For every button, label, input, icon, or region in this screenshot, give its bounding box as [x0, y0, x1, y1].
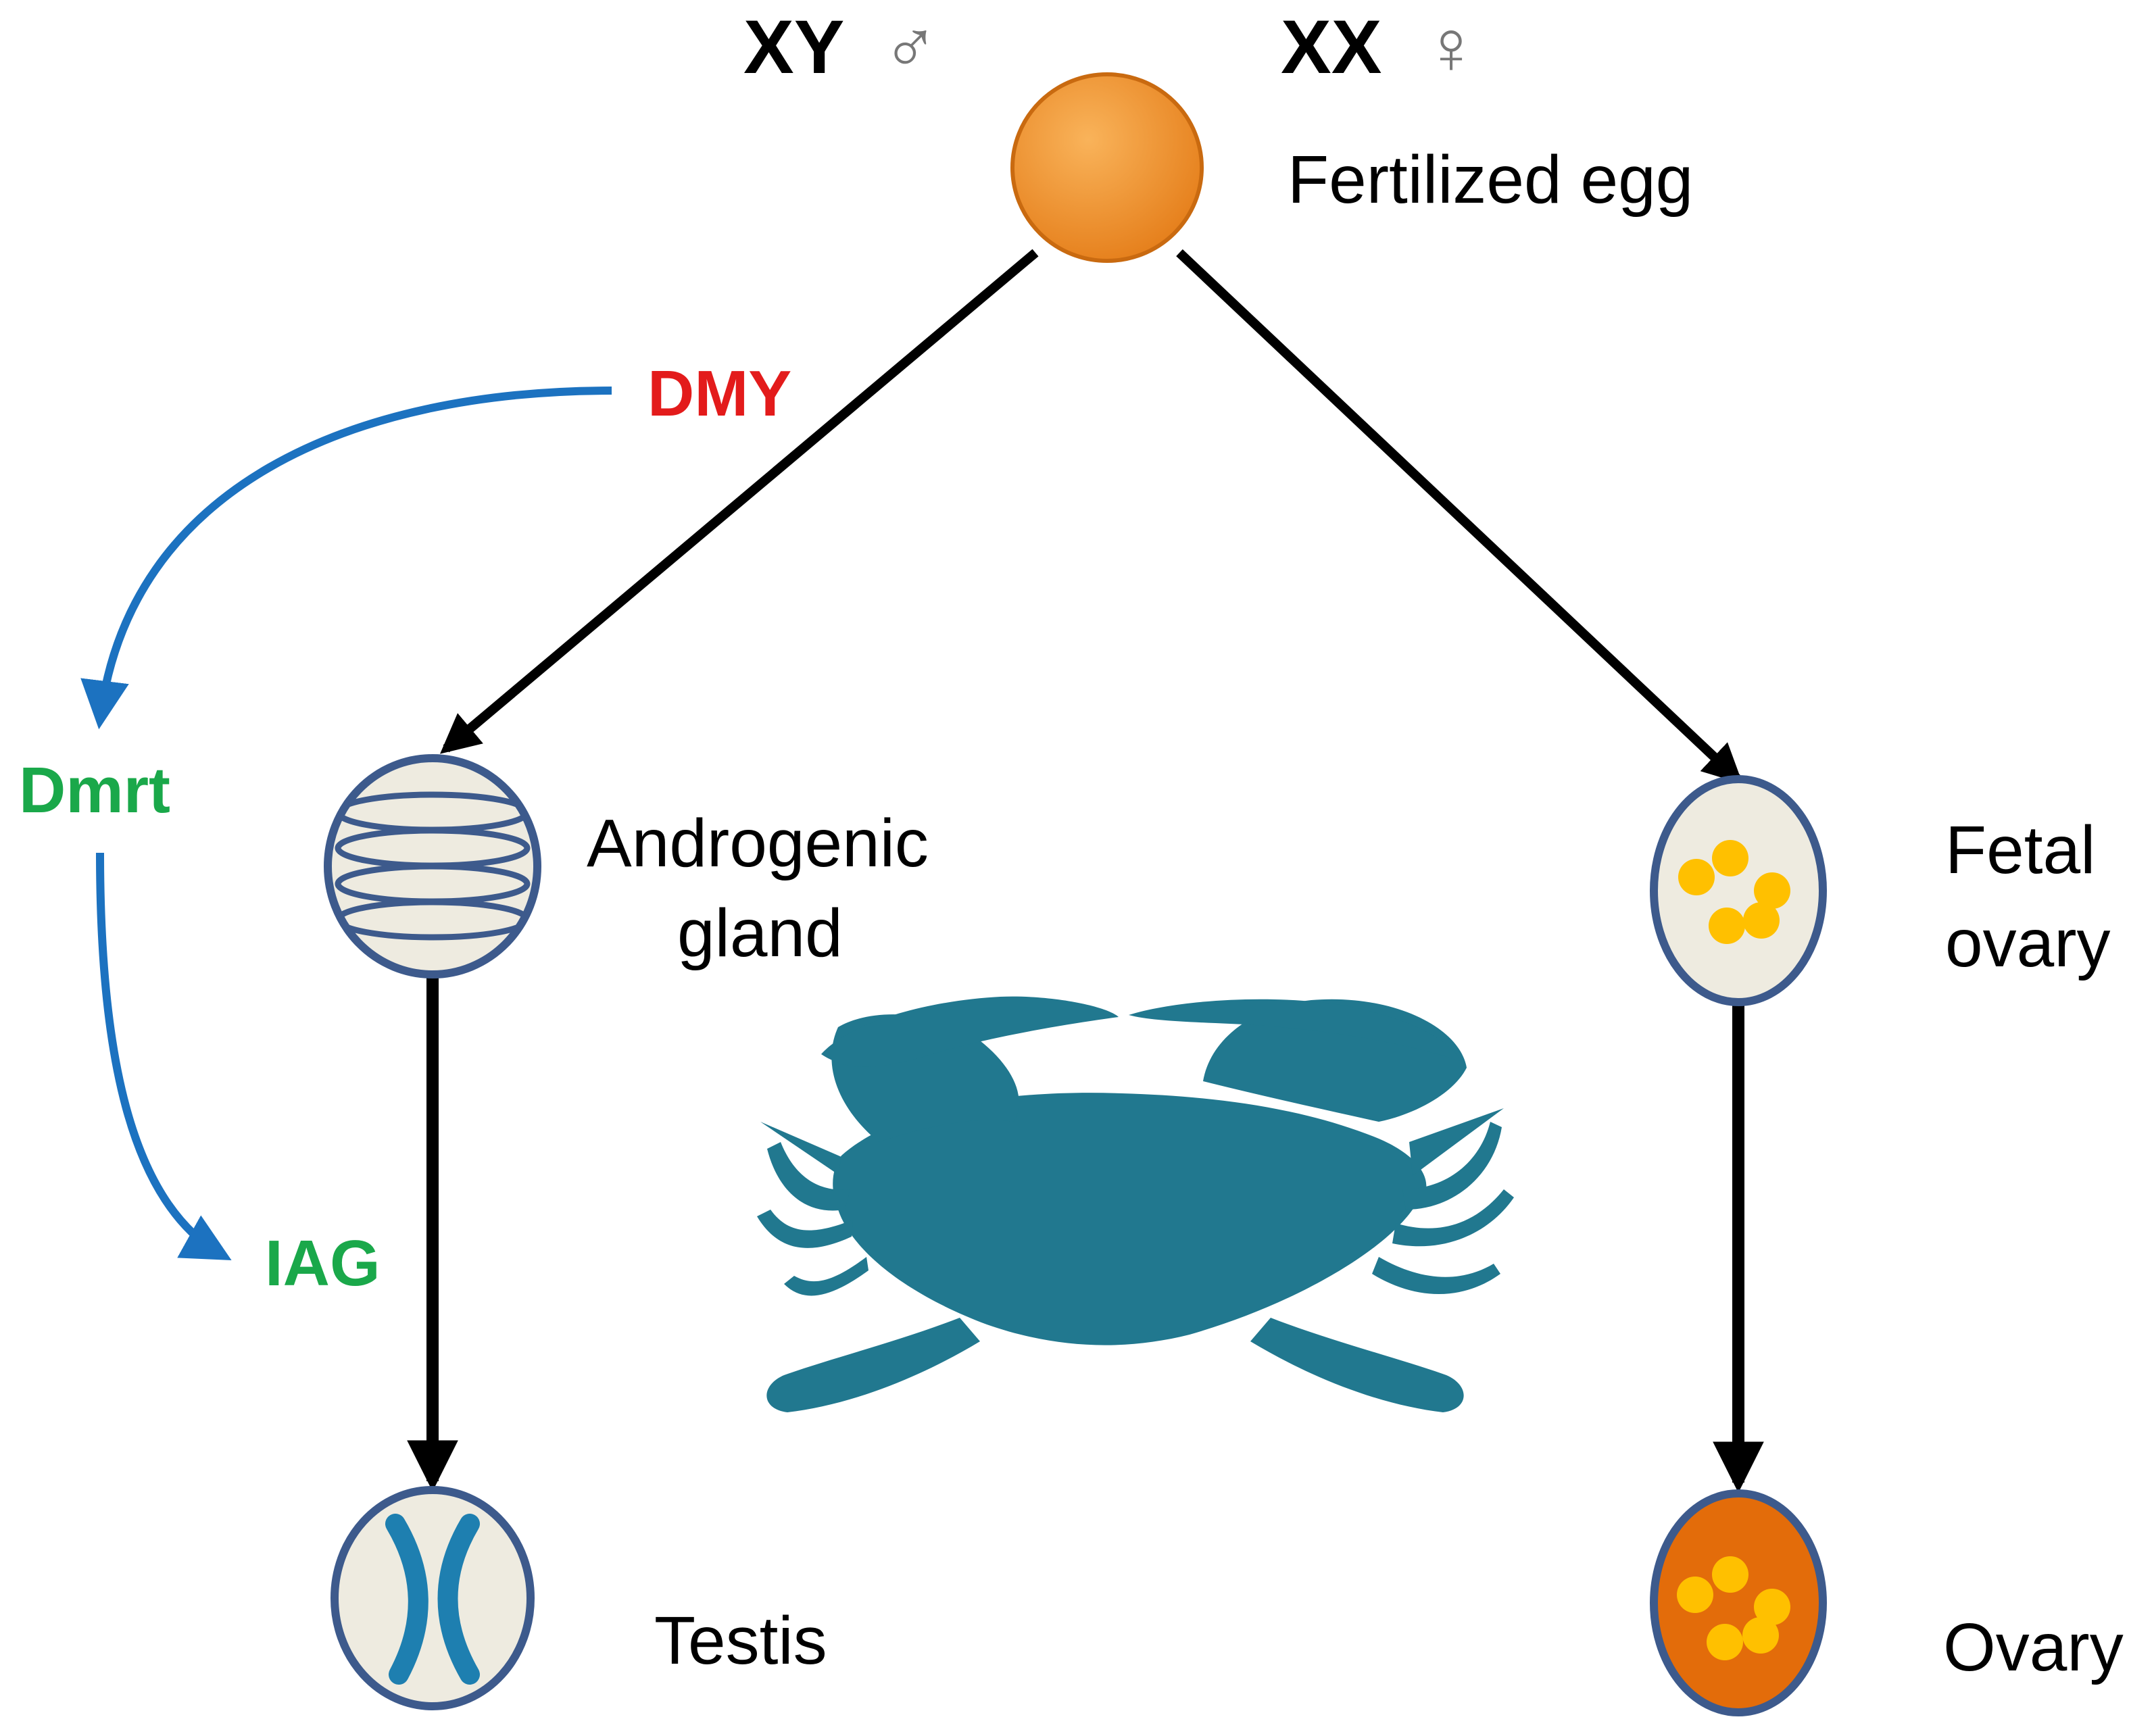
androgenic-gland-label-line2: gland	[677, 895, 843, 971]
fertilized-egg-label: Fertilized egg	[1288, 142, 1693, 218]
testis-node	[331, 1486, 535, 1710]
female-symbol: ♀	[1423, 5, 1479, 89]
testis-label: Testis	[654, 1603, 827, 1679]
dmy-to-dmrt-arrow	[80, 387, 612, 730]
blue-crab-icon	[757, 996, 1514, 1412]
fetal-ovary-label-line2: ovary	[1945, 906, 2111, 981]
androgenic-gland-node	[324, 754, 541, 978]
male-genotype: XY	[743, 5, 844, 89]
fetal-ovary-label-line1: Fetal	[1945, 812, 2095, 888]
androgenic-gland-label-line1: Androgenic	[587, 805, 929, 881]
ovary-label: Ovary	[1943, 1610, 2124, 1685]
fertilized-egg-node	[1010, 72, 1204, 263]
arrow-egg-to-fetal-ovary	[1176, 249, 1743, 785]
gene-dmy: DMY	[647, 357, 791, 430]
fetal-ovary-node	[1650, 775, 1827, 1006]
dmrt-to-iag-arrow	[96, 852, 232, 1261]
ovary-node	[1650, 1489, 1827, 1716]
arrow-egg-to-androgenic	[440, 249, 1039, 754]
male-symbol: ♂	[882, 5, 939, 89]
gene-iag: IAG	[265, 1227, 381, 1299]
gene-dmrt: Dmrt	[19, 754, 170, 826]
female-genotype: XX	[1281, 5, 1381, 89]
